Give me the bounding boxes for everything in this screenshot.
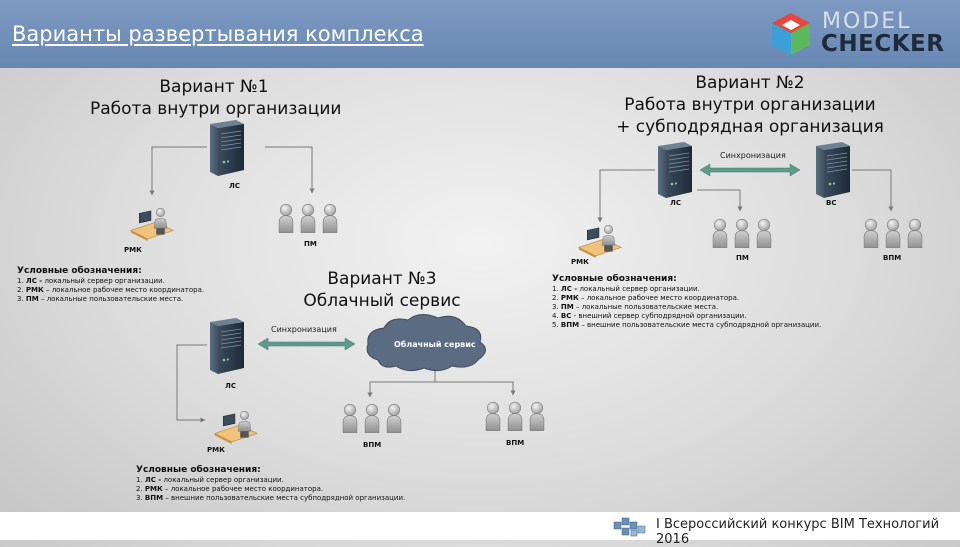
variant2-external-users-label: ВПМ: [883, 254, 902, 262]
variant2-server-label: ЛС: [670, 199, 681, 207]
contest-logo-icon: [613, 517, 646, 537]
footer-bar: I Всероссийский конкурс BIM Технологий 2…: [0, 512, 960, 547]
model-checker-logo: MODEL CHECKER: [770, 9, 950, 60]
variant2-title-line3: + субподрядная организация: [616, 117, 884, 137]
variant2-users-label: ПМ: [736, 254, 749, 262]
server-icon: [206, 118, 246, 176]
variant3-server-label: ЛС: [225, 382, 236, 390]
legend-item: 1. ЛС - локальный сервер организации.: [136, 476, 284, 484]
variant1-title-line1: Вариант №1: [159, 77, 269, 97]
server-icon: [654, 140, 694, 198]
legend-item: 5. ВПМ – внешние пользовательские места …: [552, 321, 822, 329]
variant1-server-label: ЛС: [229, 182, 240, 190]
workstation-icon: [576, 222, 624, 258]
variant3-title: Вариант №3 Облачный сервис: [296, 268, 468, 312]
cloud-label: Облачный сервис: [394, 340, 476, 349]
variant3-sync-label: Синхронизация: [271, 325, 337, 334]
variant1-users-label: ПМ: [304, 240, 317, 248]
legend-item: 2. РМК – локальное рабочее место координ…: [552, 294, 740, 302]
variant2-workstation-label: РМК: [571, 258, 589, 266]
variant3-title-line1: Вариант №3: [327, 269, 437, 289]
variant2-legend: Условные обозначения: 1. ЛС - локальный …: [552, 273, 821, 330]
page-title: Варианты развертывания комплекса: [12, 22, 424, 46]
legend-item: 1. ЛС - локальный сервер организации.: [552, 285, 700, 293]
legend-heading: Условные обозначения:: [17, 266, 142, 276]
legend-item: 1. ЛС - локальный сервер организации.: [17, 277, 165, 285]
variant1-title: Вариант №1 Работа внутри организации: [90, 76, 342, 120]
header-bar: Варианты развертывания комплекса MODEL C…: [0, 0, 960, 68]
legend-heading: Условные обозначения:: [136, 465, 261, 475]
variant1-workstation-label: РМК: [124, 246, 142, 254]
variant2-title-line2: Работа внутри организации: [624, 95, 876, 115]
external-users-group-icon: [862, 218, 932, 248]
variant2-sync-label: Синхронизация: [720, 151, 786, 160]
footer-text: I Всероссийский конкурс BIM Технологий 2…: [656, 517, 940, 547]
variant3-users-right-label: ВПМ: [506, 439, 525, 447]
variant1-title-line2: Работа внутри организации: [90, 99, 342, 119]
legend-item: 2. РМК – локальное рабочее место координ…: [136, 485, 324, 493]
legend-item: 4. ВС - внешний сервер субподрядной орга…: [552, 312, 747, 320]
variant3-legend: Условные обозначения: 1. ЛС - локальный …: [136, 464, 405, 503]
legend-item: 3. ПМ – локальные пользовательские места…: [17, 295, 184, 303]
variant3-workstation-label: РМК: [207, 446, 225, 454]
legend-item: 3. ВПМ – внешние пользовательские места …: [136, 494, 406, 502]
variant3-users-left-label: ВПМ: [363, 441, 382, 449]
workstation-icon: [212, 408, 260, 444]
legend-item: 2. РМК – локальное рабочее место координ…: [17, 286, 205, 294]
variant1-legend: Условные обозначения: 1. ЛС - локальный …: [17, 265, 204, 304]
server-icon: [206, 316, 246, 374]
users-group-icon: [341, 403, 411, 433]
users-group-icon: [711, 218, 781, 248]
external-server-icon: [812, 140, 852, 198]
workstation-icon: [128, 205, 176, 241]
logo-text-checker: CHECKER: [821, 31, 945, 57]
legend-item: 3. ПМ – локальные пользовательские места…: [552, 303, 719, 311]
users-group-icon: [484, 401, 554, 431]
legend-heading: Условные обозначения:: [552, 274, 677, 284]
variant2-title-line1: Вариант №2: [695, 73, 805, 93]
cloud-icon: [366, 314, 486, 372]
variant2-external-server-label: ВС: [826, 199, 837, 207]
sync-arrow-icon: [257, 337, 356, 351]
model-checker-logo-icon: [772, 13, 810, 55]
variant2-title: Вариант №2 Работа внутри организации + с…: [612, 72, 888, 138]
sync-arrow-icon: [699, 163, 801, 177]
logo-text-model: MODEL: [822, 9, 912, 34]
variant3-title-line2: Облачный сервис: [303, 291, 461, 311]
users-group-icon: [277, 203, 347, 233]
